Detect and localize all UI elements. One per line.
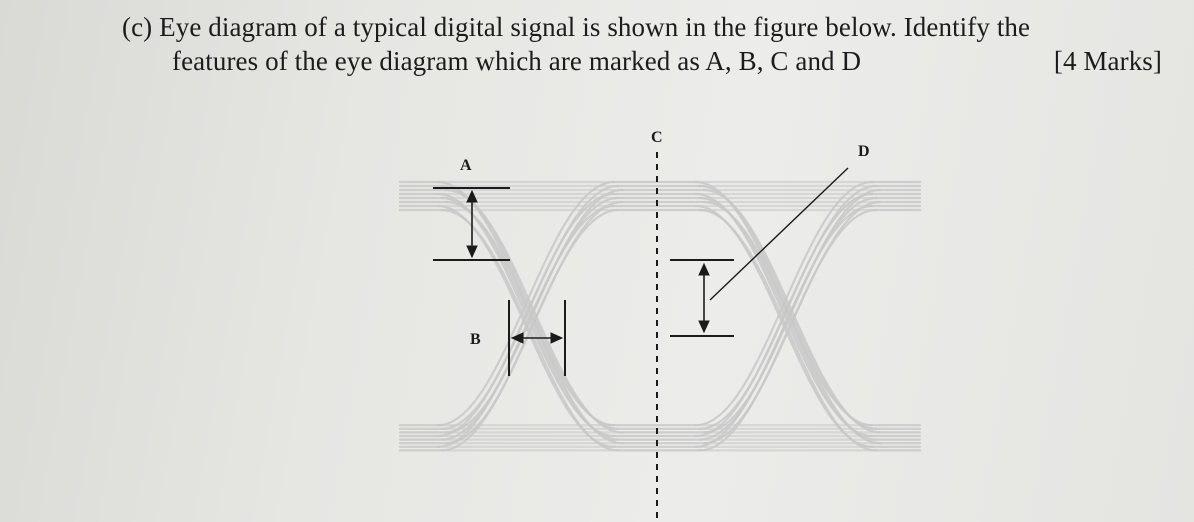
marker-d-arrowhead-down [698,320,710,334]
eye-diagram-figure: A B C D [380,118,940,518]
marker-a-arrowhead-up [466,189,478,203]
marker-a [433,187,510,261]
question-line-1-text: Eye diagram of a typical digital signal … [159,12,1031,42]
eye-trace [436,192,616,438]
marker-b-arrowhead-left [510,332,524,344]
question-line-2: features of the eye diagram which are ma… [122,44,1172,78]
eye-trace [436,204,616,448]
marker-d-leader-line [709,167,849,301]
eye-traces [398,180,922,452]
eye-trace [440,208,620,452]
eye-trace [694,192,874,438]
question-prefix: (c) [122,12,153,42]
eye-diagram: A B C D [398,129,922,518]
label-d: D [858,143,870,160]
question-line-2-text: features of the eye diagram which are ma… [172,46,862,76]
label-b: B [470,331,481,348]
marker-d-arrowhead-up [698,262,710,276]
eye-trace [694,204,874,448]
marker-b-arrowhead-right [550,332,564,344]
question-line-1: (c) Eye diagram of a typical digital sig… [122,10,1172,44]
marks-label: [4 Marks] [1053,46,1162,76]
label-a: A [460,157,472,174]
eye-trace [698,208,878,452]
marker-b [508,300,566,376]
question-text: (c) Eye diagram of a typical digital sig… [122,10,1172,78]
marker-d [670,167,849,337]
label-c: C [651,129,663,146]
marker-a-arrowhead-down [466,245,478,259]
